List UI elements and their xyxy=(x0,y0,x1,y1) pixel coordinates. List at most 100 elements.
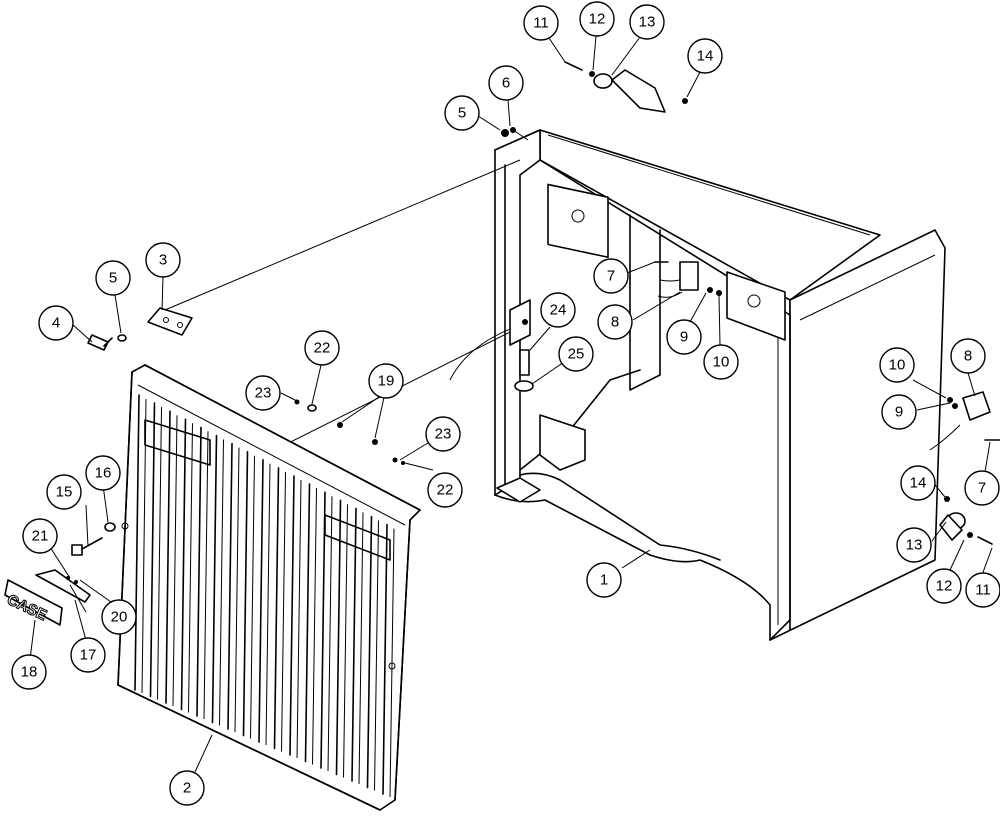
grille-slat-edge xyxy=(172,415,178,707)
callout-15: 15 xyxy=(46,474,82,510)
callout-4-label: 4 xyxy=(52,315,60,332)
callout-15-label: 15 xyxy=(56,484,73,501)
callout-22-top: 22 xyxy=(304,330,340,366)
callout-2-label: 2 xyxy=(183,780,191,797)
callout-21: 21 xyxy=(22,518,58,554)
grille-slat-edge xyxy=(281,471,286,752)
callout-8-center-label: 8 xyxy=(611,314,619,331)
callout-5-left-label: 5 xyxy=(109,270,117,287)
grille-slat xyxy=(382,523,388,795)
callout-labels: 1 2 3 4 5 5 6 7 7 8 8 9 9 10 10 11 11 12… xyxy=(11,1,1000,806)
nut-part-19-b xyxy=(372,439,378,445)
grille-slat xyxy=(273,467,280,750)
bracket-part-3 xyxy=(147,307,193,336)
grille-slat-edge xyxy=(188,423,193,713)
grille-slat-edge xyxy=(296,479,302,759)
grille-slat xyxy=(366,515,373,789)
callout-23-right: 23 xyxy=(425,416,461,452)
callout-13-right-label: 13 xyxy=(906,537,923,554)
bolt-part-15 xyxy=(71,537,103,556)
callout-25: 25 xyxy=(558,336,594,372)
callout-7-right-label: 7 xyxy=(978,480,986,497)
callout-14-right-label: 14 xyxy=(910,475,927,492)
callout-2: 2 xyxy=(169,770,205,806)
callout-7-center-label: 7 xyxy=(607,268,615,285)
grille-slat xyxy=(351,507,357,782)
washer-part-5-left xyxy=(117,334,127,342)
grille-slat xyxy=(335,499,342,776)
callout-14-right: 14 xyxy=(900,465,936,501)
washer-part-16 xyxy=(104,522,116,532)
callout-23-left: 23 xyxy=(245,375,281,411)
grille-slat-edge xyxy=(327,496,333,772)
callout-7-center: 7 xyxy=(593,258,629,294)
callout-20-label: 20 xyxy=(111,609,128,626)
callout-16: 16 xyxy=(85,455,121,491)
callout-5-top: 5 xyxy=(444,95,480,131)
callout-12-right-label: 12 xyxy=(936,578,953,595)
grille-slat-edge xyxy=(219,439,224,726)
callout-22-right-label: 22 xyxy=(437,482,454,499)
callout-18: 18 xyxy=(11,654,47,690)
callout-13-top-label: 13 xyxy=(639,14,656,31)
callout-10-right-label: 10 xyxy=(889,357,906,374)
grille-slat xyxy=(227,442,233,730)
callout-6: 6 xyxy=(488,65,524,101)
callout-17-label: 17 xyxy=(80,647,97,664)
callout-11-right-label: 11 xyxy=(975,582,991,599)
callout-10-center: 10 xyxy=(703,344,739,380)
callout-8-right: 8 xyxy=(950,338,986,374)
callout-21-label: 21 xyxy=(32,528,49,545)
radiator-frame-assembly xyxy=(494,129,946,641)
latch-right xyxy=(929,391,1000,451)
grille-slat-edge xyxy=(343,504,348,778)
callout-14-top-label: 14 xyxy=(697,48,714,65)
callout-9-center-label: 9 xyxy=(680,329,688,346)
callout-1-label: 1 xyxy=(600,572,608,589)
callout-6-label: 6 xyxy=(502,75,510,92)
callout-10-center-label: 10 xyxy=(713,354,730,371)
bolt-part-24 xyxy=(509,299,534,392)
grille-slat-edge xyxy=(265,463,271,746)
callout-23-left-label: 23 xyxy=(255,385,272,402)
callout-24-label: 24 xyxy=(550,302,567,319)
hinge-right xyxy=(939,496,993,545)
callout-11-top: 11 xyxy=(523,5,559,41)
grille-slat-edge xyxy=(141,398,147,694)
grille-slat xyxy=(149,402,156,698)
grille-slat-edge xyxy=(234,447,240,733)
grille-slat-edge xyxy=(312,488,317,765)
emblem-bracket xyxy=(35,569,91,613)
callout-13-top: 13 xyxy=(629,4,665,40)
bolt-part-4 xyxy=(87,334,113,351)
callout-17: 17 xyxy=(70,637,106,673)
grille-slat xyxy=(211,434,218,724)
callout-3-label: 3 xyxy=(159,252,167,269)
callout-12-right: 12 xyxy=(926,568,962,604)
callout-3: 3 xyxy=(145,242,181,278)
grille-slat-edge xyxy=(157,407,162,700)
callout-12-top: 12 xyxy=(579,1,615,37)
callout-11-top-label: 11 xyxy=(533,15,549,32)
callout-19: 19 xyxy=(368,363,404,399)
grille-slat xyxy=(258,458,264,743)
callout-4: 4 xyxy=(38,305,74,341)
callout-13-right: 13 xyxy=(896,527,932,563)
callout-1: 1 xyxy=(586,562,622,598)
callout-23-right-label: 23 xyxy=(435,426,452,443)
grille-slat xyxy=(304,483,311,763)
callout-22-top-label: 22 xyxy=(314,340,331,357)
leader-lines xyxy=(29,35,993,773)
grille-slat-edge xyxy=(374,520,379,791)
screw-part-23-b xyxy=(392,457,398,463)
front-grille xyxy=(117,364,421,811)
callout-9-center: 9 xyxy=(666,319,702,355)
callout-10-right: 10 xyxy=(879,347,915,383)
case-logo-emblem: CASE xyxy=(4,579,63,626)
callout-9-right: 9 xyxy=(881,394,917,430)
bolt-part-5-6-top xyxy=(501,127,529,141)
grille-slat xyxy=(320,491,326,769)
callout-8-center: 8 xyxy=(597,304,633,340)
callout-5-left: 5 xyxy=(95,260,131,296)
